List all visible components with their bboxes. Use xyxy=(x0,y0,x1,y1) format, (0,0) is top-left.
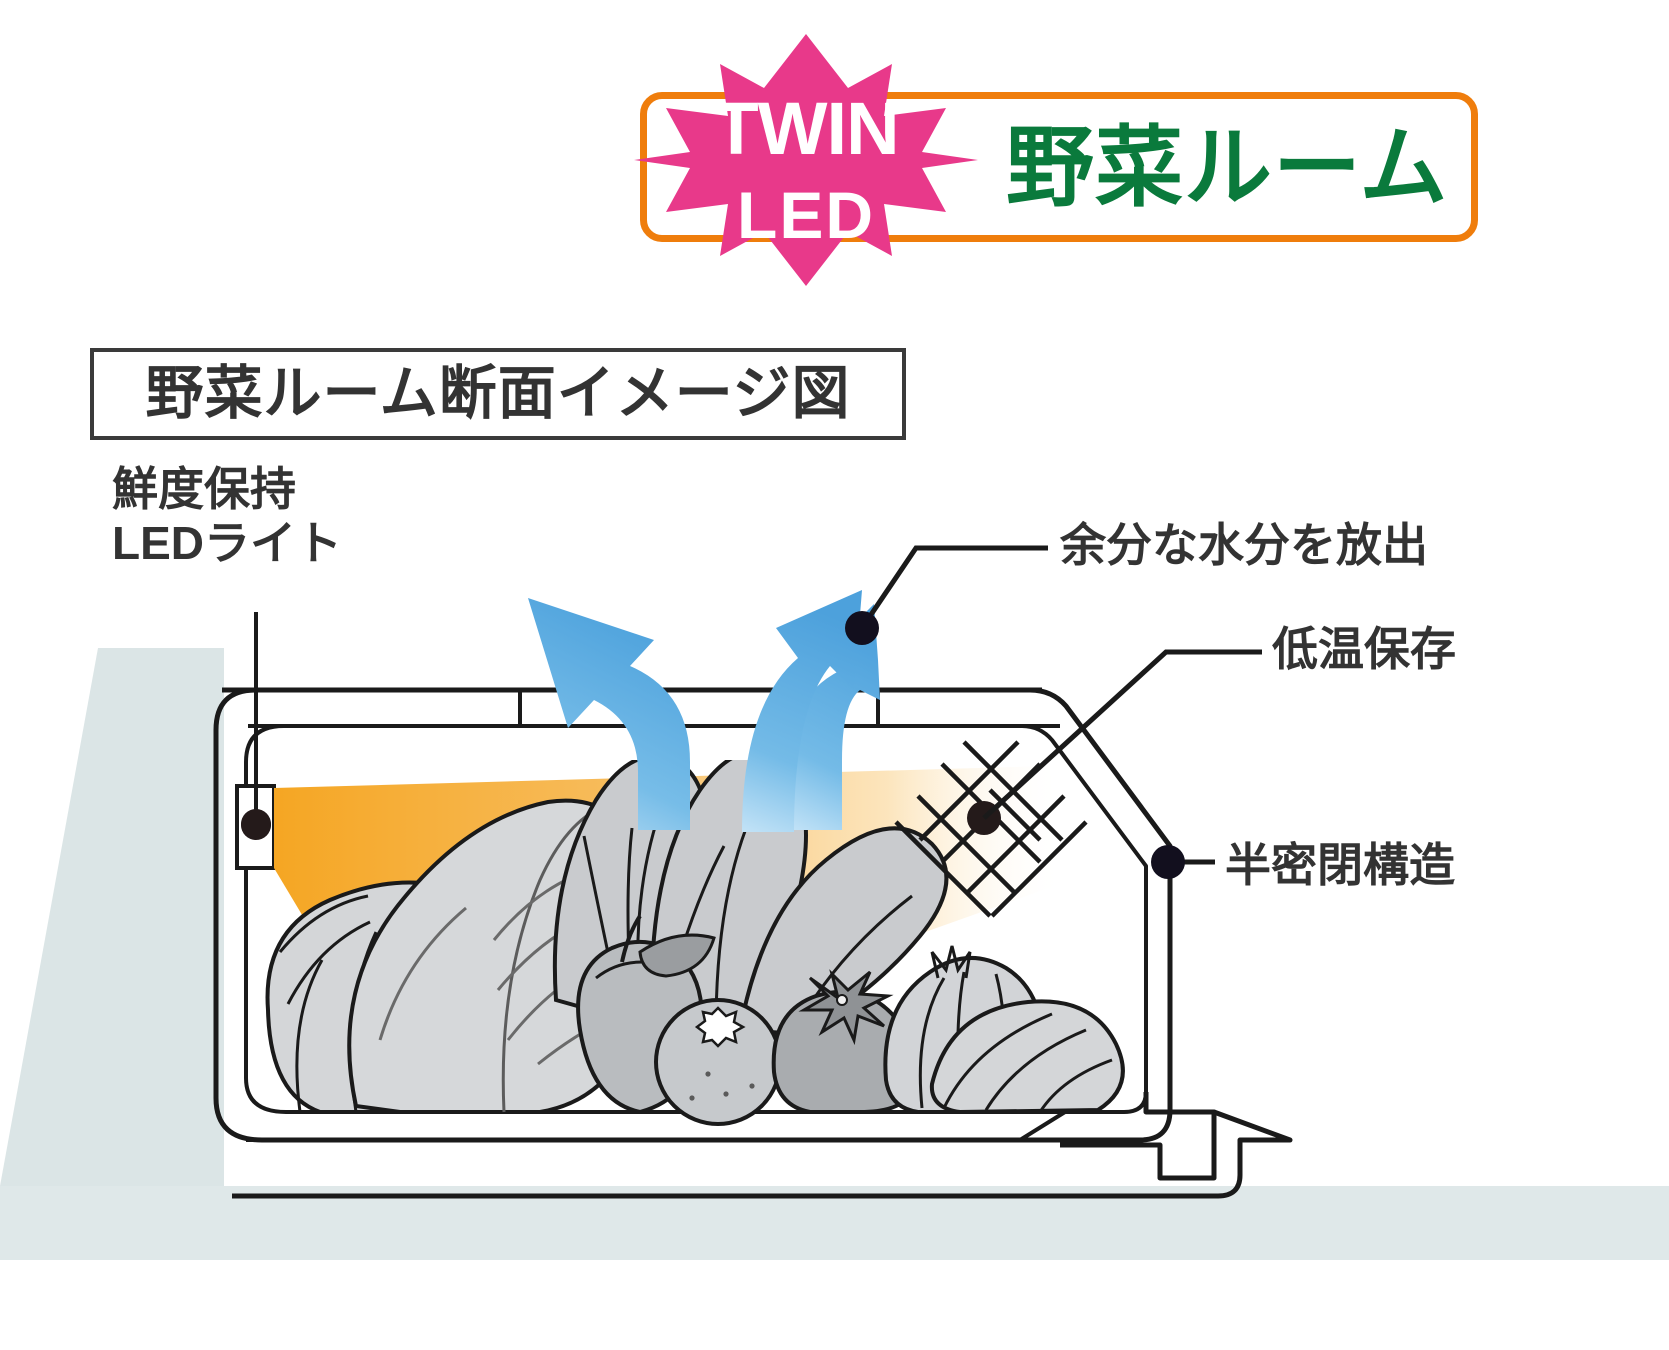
page-title: 野菜ルーム断面イメージ図 xyxy=(145,361,851,426)
leader-dot-semi-sealed xyxy=(1151,845,1185,879)
leader-dot-release-moisture xyxy=(845,611,879,645)
badge-twin-text: TWIN xyxy=(713,87,899,170)
section-title-box: 野菜ルーム断面イメージ図 xyxy=(90,348,906,440)
airflow-arrow-right-body-icon xyxy=(742,590,862,832)
callout-led-light-line2: LEDライト xyxy=(112,517,342,570)
callout-semi-sealed-structure: 半密閉構造 xyxy=(1225,839,1455,891)
leader-line-release-moisture xyxy=(859,545,1048,630)
badge-room-label: 野菜ルーム xyxy=(1006,118,1449,217)
callout-led-light-line1: 鮮度保持 xyxy=(112,463,296,515)
drawer-base-ledge xyxy=(246,1110,1067,1142)
leader-line-low-temp xyxy=(982,649,1262,820)
fridge-floor-panel xyxy=(0,1186,1669,1260)
airflow-arrow-left-icon xyxy=(528,598,690,830)
badge-led-text: LED xyxy=(737,178,875,252)
daikon-icon xyxy=(929,999,1125,1115)
badge-pink-diamond-icon xyxy=(634,34,978,286)
twin-led-vegetable-room-badge: 野菜ルーム TWIN LED xyxy=(626,30,1496,290)
leader-dot-led-light xyxy=(241,809,271,839)
callout-low-temp-storage: 低温保存 xyxy=(1272,623,1456,675)
drawer-front-lip xyxy=(232,1109,1293,1199)
callout-release-moisture: 余分な水分を放出 xyxy=(1060,519,1428,571)
fridge-wall-panel xyxy=(0,648,224,1188)
orange-icon xyxy=(654,998,782,1126)
drawer-bottom-step xyxy=(1060,1092,1217,1181)
airflow-arrow-right-icon xyxy=(790,604,880,830)
callout-led-light: 鮮度保持 LEDライト xyxy=(112,462,342,571)
drawer-inner-liner xyxy=(244,724,1148,1114)
